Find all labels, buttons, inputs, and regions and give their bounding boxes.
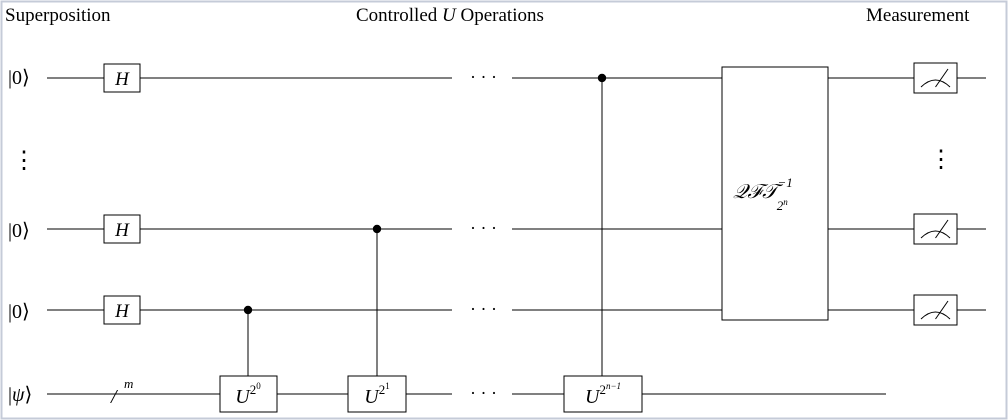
horizontal-ellipsis-psi: · · · xyxy=(470,383,497,403)
controlled-u-gate-n: U2n−1 xyxy=(563,375,643,413)
heading-measurement: Measurement xyxy=(866,5,970,26)
measurement-meter-q2 xyxy=(913,294,958,326)
control-dot-un xyxy=(597,73,607,83)
horizontal-ellipsis-q0: · · · xyxy=(470,67,497,87)
horizontal-ellipsis-q2: · · · xyxy=(470,299,497,319)
heading-controlled-prefix: Controlled xyxy=(356,5,438,26)
ket-label-q1: |0⟩ xyxy=(8,220,30,242)
controlled-u-gate-1: U21 xyxy=(347,375,407,413)
hadamard-gate-q1: H xyxy=(103,214,141,244)
register-size-marker: / m xyxy=(110,376,133,408)
heading-controlled-var: U xyxy=(442,5,457,26)
heading-superposition: Superposition xyxy=(5,5,111,26)
control-dot-u1 xyxy=(372,224,382,234)
register-size-label: m xyxy=(124,376,133,391)
svg-text:U21: U21 xyxy=(364,381,389,408)
ket-label-q0: |0⟩ xyxy=(8,67,30,89)
vertical-ellipsis-right: ⋮ xyxy=(929,147,953,173)
svg-text:H: H xyxy=(114,69,130,90)
register-slash: / xyxy=(110,386,119,408)
svg-text:U2n−1: U2n−1 xyxy=(585,381,621,408)
hadamard-gate-q2: H xyxy=(103,295,141,325)
horizontal-ellipsis-q1: · · · xyxy=(470,218,497,238)
measurement-meter-q1 xyxy=(913,213,958,245)
svg-text:H: H xyxy=(114,220,130,241)
controlled-u-gate-0: U20 xyxy=(219,375,278,413)
svg-text:H: H xyxy=(114,301,130,322)
heading-controlled-u-operations: Controlled U Operations xyxy=(356,5,544,26)
hadamard-gate-q0: H xyxy=(103,63,141,93)
ket-label-psi: |ψ⟩ xyxy=(8,384,32,406)
measurement-meter-q0 xyxy=(913,62,958,94)
control-dot-u0 xyxy=(243,305,253,315)
vertical-ellipsis-left: ⋮ xyxy=(12,148,36,174)
control-lines xyxy=(247,78,603,376)
svg-text:U20: U20 xyxy=(235,381,261,408)
heading-controlled-suffix: Operations xyxy=(461,5,544,26)
ket-label-q2: |0⟩ xyxy=(8,301,30,323)
